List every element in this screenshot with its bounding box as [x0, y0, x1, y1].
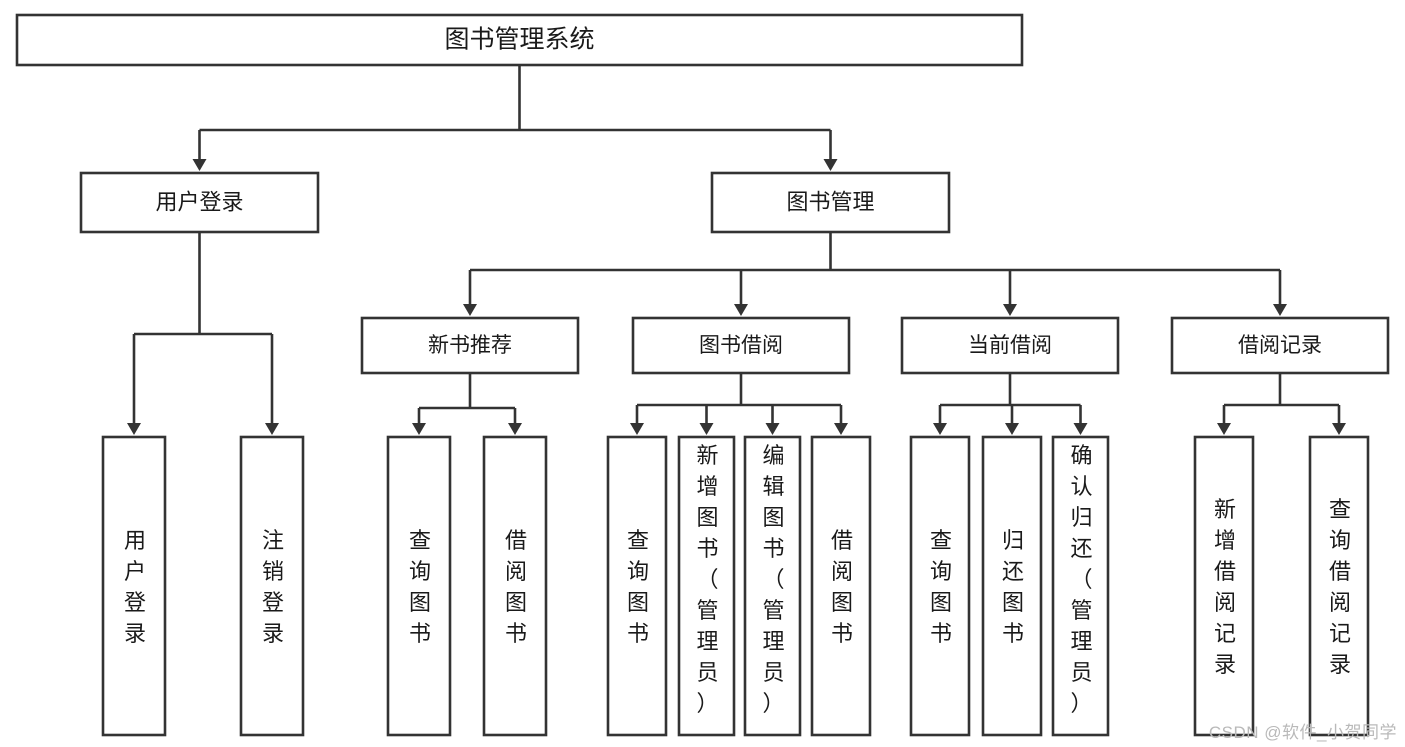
leaf-label: 新增借阅记录: [1214, 497, 1236, 677]
leaf-label: 用户登录: [124, 528, 146, 646]
node-label: 借阅记录: [1238, 334, 1322, 357]
leaf-label: 查询图书: [627, 528, 649, 646]
leaf-node-leaf-query-record[interactable]: 查询借阅记录: [1308, 435, 1370, 737]
node-label: 图书管理: [786, 189, 874, 214]
connector-borrow-record-to-leaves: [1217, 373, 1346, 435]
leaf-node-leaf-query-book-1[interactable]: 查询图书: [386, 435, 452, 737]
level2-node-current-borrow[interactable]: 当前借阅: [900, 316, 1120, 375]
leaf-node-leaf-borrow-book-2[interactable]: 借阅图书: [810, 435, 872, 737]
level2-node-borrow-record[interactable]: 借阅记录: [1170, 316, 1390, 375]
node-label: 用户登录: [155, 189, 243, 214]
leaf-node-leaf-query-book-3[interactable]: 查询图书: [909, 435, 971, 737]
leaf-node-leaf-add-record[interactable]: 新增借阅记录: [1193, 435, 1255, 737]
leaf-label: 查询图书: [409, 528, 431, 646]
connector-bookmanage-to-level2: [463, 232, 1287, 316]
node-layer: 图书管理系统用户登录图书管理新书推荐图书借阅当前借阅借阅记录用户登录注销登录查询…: [15, 13, 1390, 737]
connector-current-borrow-to-leaves: [933, 373, 1088, 435]
node-label: 图书管理系统: [444, 26, 594, 54]
leaf-node-leaf-logout[interactable]: 注销登录: [239, 435, 305, 737]
node-label: 新书推荐: [428, 334, 512, 357]
level2-node-new-book-recommend[interactable]: 新书推荐: [360, 316, 580, 375]
leaf-node-leaf-borrow-book-1[interactable]: 借阅图书: [482, 435, 548, 737]
level1-node-user-login[interactable]: 用户登录: [79, 171, 320, 234]
connector-book-borrow-to-leaves: [630, 373, 848, 435]
leaf-label: 新增图书（管理员）: [696, 443, 718, 716]
node-label: 当前借阅: [968, 334, 1052, 357]
leaf-node-leaf-edit-book[interactable]: 编辑图书（管理员）: [743, 435, 802, 737]
leaf-node-leaf-add-book[interactable]: 新增图书（管理员）: [677, 435, 736, 737]
leaf-node-leaf-return-book[interactable]: 归还图书: [981, 435, 1043, 737]
node-label: 图书借阅: [699, 334, 783, 357]
leaf-label: 确认归还（管理员）: [1070, 443, 1092, 716]
level1-node-book-manage[interactable]: 图书管理: [710, 171, 951, 234]
leaf-label: 注销登录: [262, 528, 284, 646]
leaf-label: 归还图书: [1002, 528, 1024, 646]
leaf-label: 借阅图书: [831, 528, 853, 646]
connector-layer: [127, 65, 1346, 435]
leaf-label: 编辑图书（管理员）: [762, 443, 784, 716]
connector-user-login-to-leaves: [127, 232, 279, 435]
level2-node-book-borrow[interactable]: 图书借阅: [631, 316, 851, 375]
leaf-label: 借阅图书: [505, 528, 527, 646]
leaf-label: 查询借阅记录: [1329, 497, 1351, 677]
connector-new-book-recommend-to-leaves: [412, 373, 522, 435]
connector-root-to-level1: [192, 65, 838, 171]
leaf-node-leaf-query-book-2[interactable]: 查询图书: [606, 435, 668, 737]
root-node-system-title[interactable]: 图书管理系统: [15, 13, 1024, 67]
leaf-node-leaf-confirm-return[interactable]: 确认归还（管理员）: [1051, 435, 1110, 737]
leaf-label: 查询图书: [930, 528, 952, 646]
leaf-node-leaf-user-login[interactable]: 用户登录: [101, 435, 167, 737]
